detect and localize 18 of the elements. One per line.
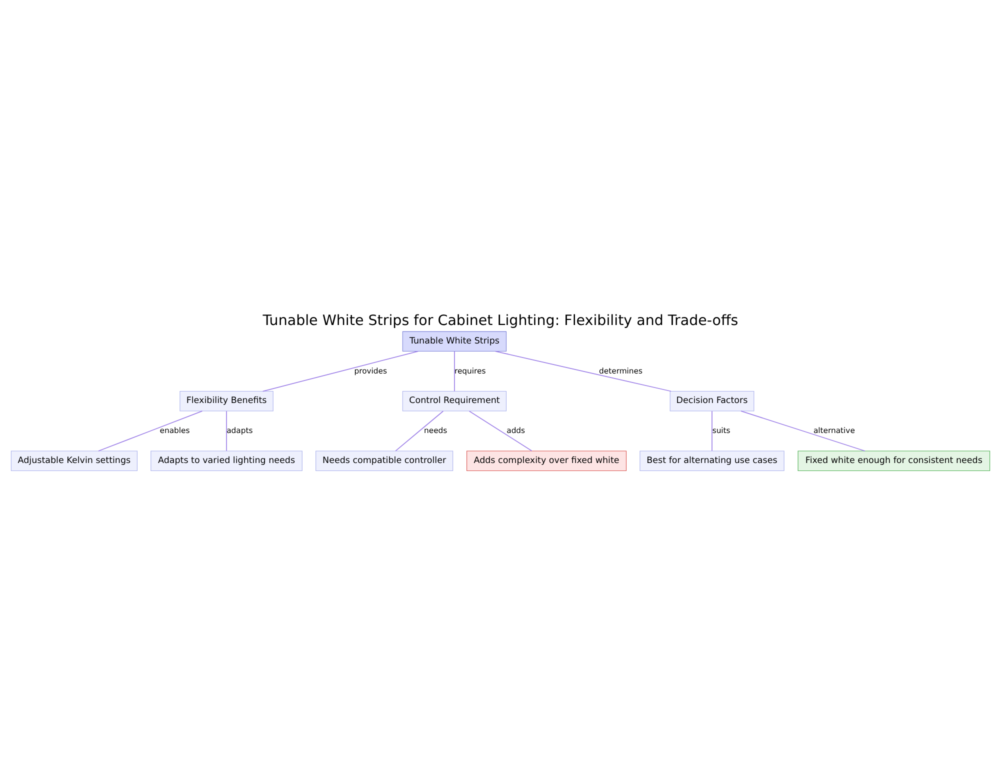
connector [494,350,671,392]
diagram-title: Tunable White Strips for Cabinet Lighting: Flexibility and Trade-offs [262,312,738,328]
node-box: Adjustable Kelvin settings [10,450,137,470]
node-box: Fixed white enough for consistent needs [797,450,990,470]
node-box: Flexibility Benefits [179,390,273,411]
connector [740,410,865,451]
node-box: Best for alternating use cases [639,450,784,470]
node-box: Needs compatible controller [315,450,453,470]
node-box: Decision Factors [669,390,754,411]
connector [394,410,444,451]
node-box: Tunable White Strips [402,330,506,352]
node-box: Adds complexity over fixed white [466,450,626,470]
connector [711,410,712,451]
connector [468,410,532,451]
connector [97,410,202,451]
connector [262,350,418,392]
node-box: Adapts to varied lighting needs [150,450,302,470]
node-box: Control Requirement [402,390,506,411]
